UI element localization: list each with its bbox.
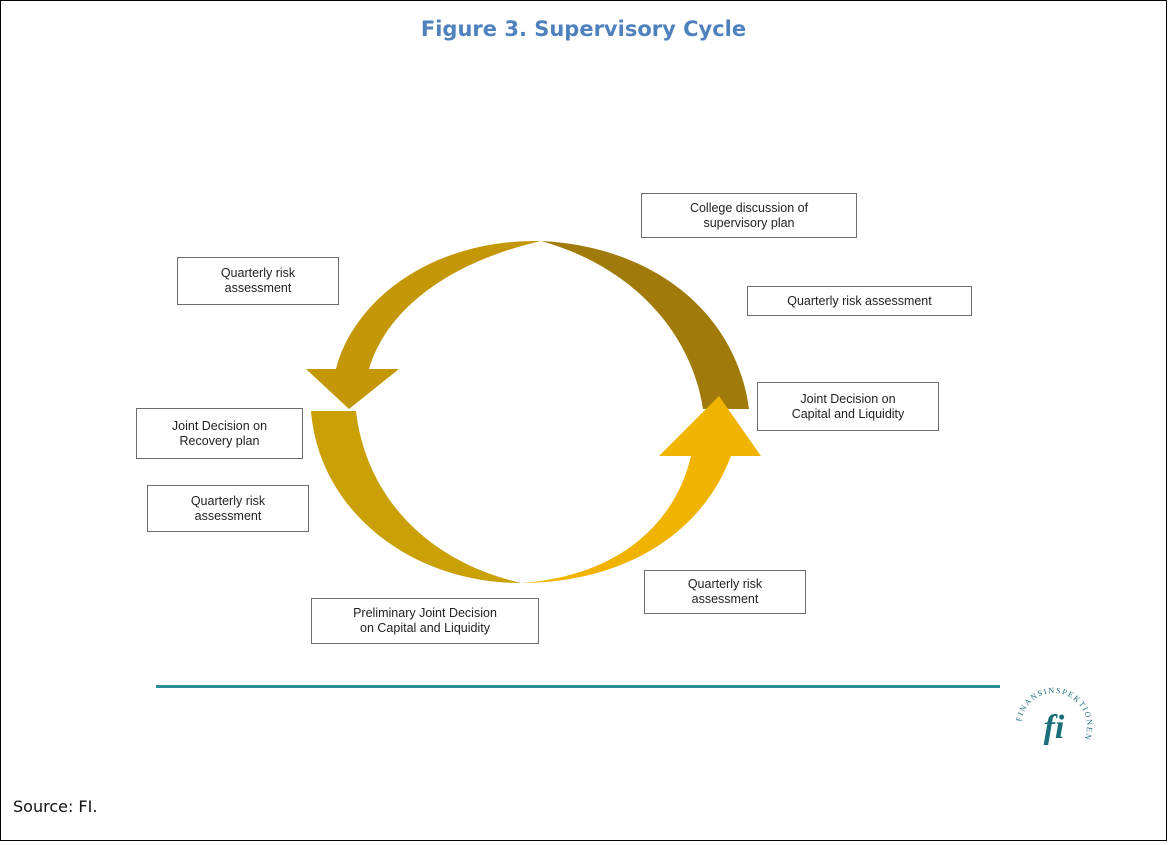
figure-title: Figure 3. Supervisory Cycle (420, 17, 747, 41)
label-quarterly-top-left: Quarterly risk assessment (177, 257, 339, 305)
arrow-top-right (541, 241, 749, 409)
logo-monogram: fi (1044, 709, 1065, 746)
arrow-bottom-right (521, 396, 761, 583)
label-college-discussion: College discussion of supervisory plan (641, 193, 857, 238)
source-note: Source: FI. (13, 797, 98, 816)
label-preliminary-joint: Preliminary Joint Decision on Capital an… (311, 598, 539, 644)
label-joint-recovery: Joint Decision on Recovery plan (136, 408, 303, 459)
label-quarterly-bottom-right: Quarterly risk assessment (644, 570, 806, 614)
divider-rule (156, 685, 1000, 688)
arrow-bottom-left (311, 411, 521, 583)
label-quarterly-bottom-left: Quarterly risk assessment (147, 485, 309, 532)
label-joint-capital: Joint Decision on Capital and Liquidity (757, 382, 939, 431)
fi-logo: FINANSINSPEKTIONEN fi (1014, 686, 1092, 746)
label-quarterly-top-right: Quarterly risk assessment (747, 286, 972, 316)
arrow-top-left (306, 240, 541, 409)
